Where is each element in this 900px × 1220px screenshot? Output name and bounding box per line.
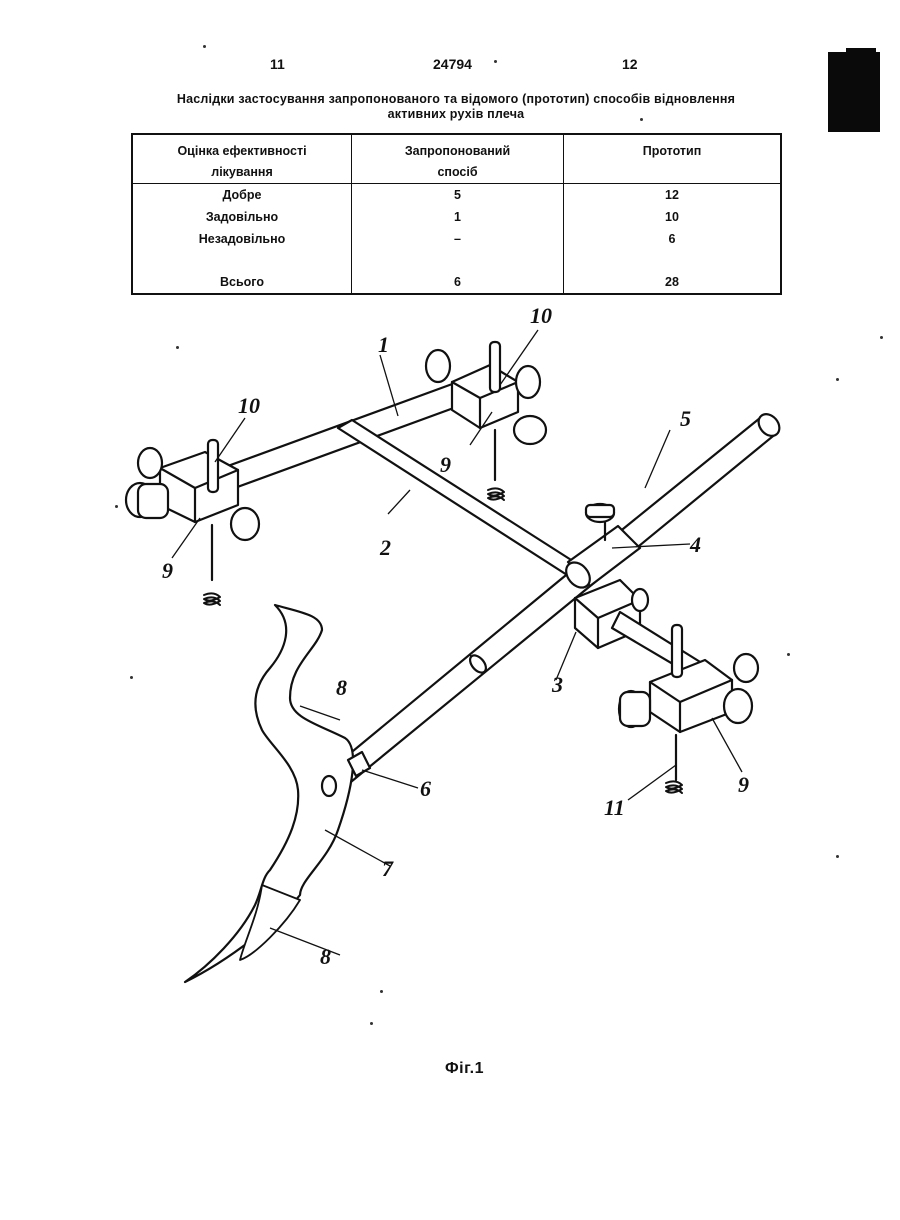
scan-speck	[203, 45, 206, 48]
knob	[734, 654, 758, 682]
total-label: Всього	[132, 271, 352, 294]
label-4: 4	[689, 532, 701, 557]
table-row: Добре 5 12	[132, 184, 781, 207]
clamp-9-lower-right	[650, 660, 732, 732]
table-row: Незадовільно – 6	[132, 228, 781, 250]
label-10-left: 10	[238, 393, 260, 418]
label-2: 2	[379, 535, 391, 560]
figure-caption: Фіг.1	[445, 1060, 484, 1078]
knob	[138, 448, 162, 478]
page-number-left: 11	[270, 56, 285, 72]
scan-speck	[787, 653, 790, 656]
row-prototype: 10	[564, 206, 782, 228]
scan-speck	[880, 336, 883, 339]
knob	[724, 689, 752, 723]
scan-artifact-mark	[828, 52, 880, 132]
header-evaluation: Оцінка ефективності лікування	[132, 134, 352, 184]
table-caption-line1: Наслідки застосування запропонованого та…	[130, 92, 782, 107]
scan-speck	[130, 676, 133, 679]
row-prototype: 12	[564, 184, 782, 207]
label-11: 11	[604, 795, 625, 820]
device-drawing: 1 2 3 4 5 6 7 8 8 9 9 9 10 10 11	[0, 300, 900, 1040]
scan-speck	[836, 855, 839, 858]
rod-5	[330, 418, 778, 786]
knob	[516, 366, 540, 398]
header-proposed-line1: Запропонований	[352, 141, 563, 162]
blade-hole	[322, 776, 336, 796]
total-prototype: 28	[564, 271, 782, 294]
label-3: 3	[551, 672, 563, 697]
header-proposed-line2: спосіб	[352, 162, 563, 183]
scan-speck	[370, 1022, 373, 1025]
row-label: Задовільно	[132, 206, 352, 228]
label-8-lower: 8	[320, 944, 331, 969]
scan-speck	[115, 505, 118, 508]
table-spacer-row	[132, 251, 781, 271]
header-prototype-label: Прототип	[564, 141, 780, 162]
label-8-upper: 8	[336, 675, 347, 700]
table-caption-line2: активних рухів плеча	[130, 107, 782, 122]
label-9-upper-right: 9	[440, 452, 451, 477]
table-total-row: Всього 6 28	[132, 271, 781, 294]
header-evaluation-line2: лікування	[133, 162, 351, 183]
label-9-upper-left: 9	[162, 558, 173, 583]
header-prototype: Прототип	[564, 134, 782, 184]
row-label: Незадовільно	[132, 228, 352, 250]
total-proposed: 6	[352, 271, 564, 294]
row-proposed: 5	[352, 184, 564, 207]
scan-speck	[380, 990, 383, 993]
patent-number: 24794	[433, 56, 472, 72]
label-10-right: 10	[530, 303, 552, 328]
label-9-lower-right: 9	[738, 772, 749, 797]
row-proposed: –	[352, 228, 564, 250]
scan-speck	[836, 378, 839, 381]
label-6: 6	[420, 776, 431, 801]
row-label: Добре	[132, 184, 352, 207]
knob	[231, 508, 259, 540]
scan-speck	[176, 346, 179, 349]
table-header-row: Оцінка ефективності лікування Запропонов…	[132, 134, 781, 184]
knob	[514, 416, 546, 444]
header-proposed: Запропонований спосіб	[352, 134, 564, 184]
scan-speck	[494, 60, 497, 63]
rod-2	[338, 420, 590, 582]
results-table: Оцінка ефективності лікування Запропонов…	[131, 133, 782, 295]
row-proposed: 1	[352, 206, 564, 228]
table-row: Задовільно 1 10	[132, 206, 781, 228]
knob	[426, 350, 450, 382]
label-7: 7	[382, 856, 394, 881]
scan-speck	[640, 118, 643, 121]
label-1: 1	[378, 332, 389, 357]
label-5: 5	[680, 406, 691, 431]
page-number-right: 12	[622, 56, 638, 72]
header-evaluation-line1: Оцінка ефективності	[133, 141, 351, 162]
row-prototype: 6	[564, 228, 782, 250]
table-caption: Наслідки застосування запропонованого та…	[130, 92, 782, 122]
